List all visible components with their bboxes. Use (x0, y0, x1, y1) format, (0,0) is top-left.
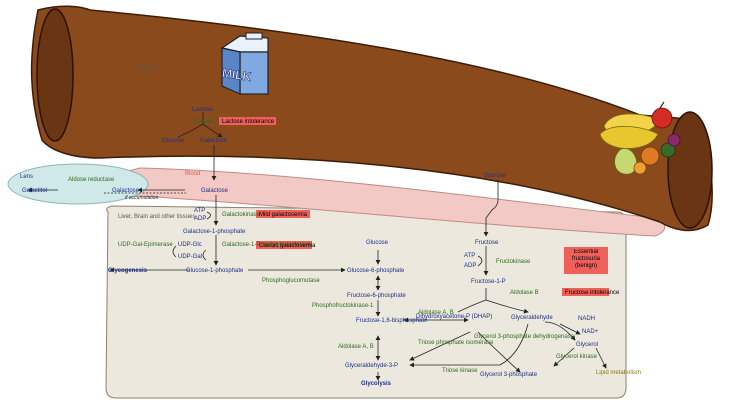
sucrose-label: Sucrose (484, 173, 507, 179)
mild-galactosemia-box (256, 210, 310, 218)
pfk1-label: Phosphofructokinase-1 (312, 303, 374, 309)
mild-galactosemia-label: Mild galactosemia (259, 212, 308, 218)
nad-label: NAD+ (582, 329, 599, 335)
galactose-intestine-label: Galactose (200, 138, 228, 144)
glycerol-3-p-label: Glycerol 3-phosphate (480, 372, 538, 378)
glycerol-kinase-label: Glycerol kinase (556, 354, 598, 360)
aldose-reductase-label: Aldose reductase (68, 177, 115, 183)
glucose-intestine-label: Glucose (162, 138, 185, 144)
lactose-intolerance-label: Lactose intolerance (222, 119, 275, 125)
galactose-1-p-label: Galactose-1-phosphate (183, 229, 246, 235)
glycerol-label: Glycerol (576, 342, 598, 348)
aldolase-ab-label-2: Aldolase A, B (338, 344, 374, 350)
fructose-intolerance-label: Fructose intolerance (565, 290, 620, 296)
aldolase-b-label: Aldolase B (510, 290, 539, 296)
tissue-label: Liver, Brain and other tissues (118, 214, 195, 220)
phosphoglucomutase-label: Phosphoglucomutase (262, 278, 320, 284)
atp-label-1: ATP (194, 208, 205, 214)
adp-label-2: ADP (464, 263, 476, 269)
udp-gal-label: UDP-Gal (178, 254, 202, 260)
pathway-arrows (27, 112, 607, 381)
tpi-label: Triose phosphate isomerase (418, 340, 494, 346)
intestine-left-opening (36, 8, 74, 142)
udp-glc-label: UDP-Glc (178, 242, 202, 248)
fructose-intolerance-box (562, 288, 609, 296)
galactose-lens-label: Galactose (112, 188, 140, 194)
galactose-blood-label: Galactose (201, 188, 229, 194)
essential-fructosuria-label: Essential fructosuria (benign) (571, 249, 600, 269)
blood-label: Blood (185, 171, 200, 177)
glucose-label: Glucose (366, 240, 389, 246)
g3pdh-label: Glycerol 3-phosphate dehydrogenase (474, 334, 575, 340)
glucose-6-p-label: Glucose-6-phosphate (347, 268, 405, 274)
fructokinase-label: Fructokinase (496, 259, 531, 265)
milk-label: MILK (221, 66, 252, 84)
lens-region (7, 163, 149, 205)
essential-fructosuria-box (564, 247, 608, 274)
classic-galactosemia-label: Classic galactosemia (259, 243, 316, 249)
lactose-intolerance-box (219, 117, 276, 125)
fructose-1-p-label: Fructose-1-P (471, 279, 506, 285)
lactose-label: Lactose (192, 107, 214, 113)
galt-label: Galactose-1-P-uridylyltransferase (222, 242, 312, 248)
atp-label-2: ATP (464, 253, 475, 259)
classic-galactosemia-box (256, 241, 312, 249)
fruit-basket-icon (599, 101, 681, 175)
fructose-label: Fructose (475, 240, 499, 246)
milk-carton-icon: MILK (220, 32, 269, 95)
adp-label-1: ADP (194, 216, 206, 222)
intestine-label: Intestine (135, 66, 158, 72)
glyceraldehyde-3-p-label: Glyceraldehyde-3-P (345, 363, 398, 369)
blood-vessel (99, 167, 666, 237)
glucose-1-p-label: Glucose-1-phosphate (186, 268, 244, 274)
epimerase-label: UDP-Gal-Epimerase (118, 242, 173, 248)
intestine-right-opening (667, 111, 713, 229)
triose-kinase-label: Triose kinase (442, 368, 478, 374)
dhap-label: Dihydroxyacetone-P (DHAP) (416, 314, 492, 320)
galactitol-label: Galactitol (22, 188, 47, 194)
fructose-16-bp-label: Fructose-1,6-bisphosphate (356, 318, 428, 324)
aldolase-ab-label-1: Aldolase A, B (418, 310, 454, 316)
accumulation-note: if accumulation (125, 195, 159, 201)
lipid-metabolism-label: Lipid metabolism (596, 370, 641, 376)
glyceraldehyde-label: Glyceraldehyde (511, 315, 553, 321)
glycolysis-label: Glycolysis (361, 381, 392, 387)
galactokinase-label: Galactokinase (222, 212, 261, 218)
intestine-tube (30, 5, 713, 232)
lens-label: Lens (20, 174, 33, 180)
fructose-6-p-label: Fructose-6-phosphate (347, 293, 406, 299)
lactase-label: Lactase (194, 119, 216, 125)
glycogenesis-label: Glycogenesis (108, 268, 148, 274)
essential-fructosuria-wrap: Essential fructosuria (benign) (571, 249, 600, 269)
nadh-label: NADH (578, 316, 595, 322)
